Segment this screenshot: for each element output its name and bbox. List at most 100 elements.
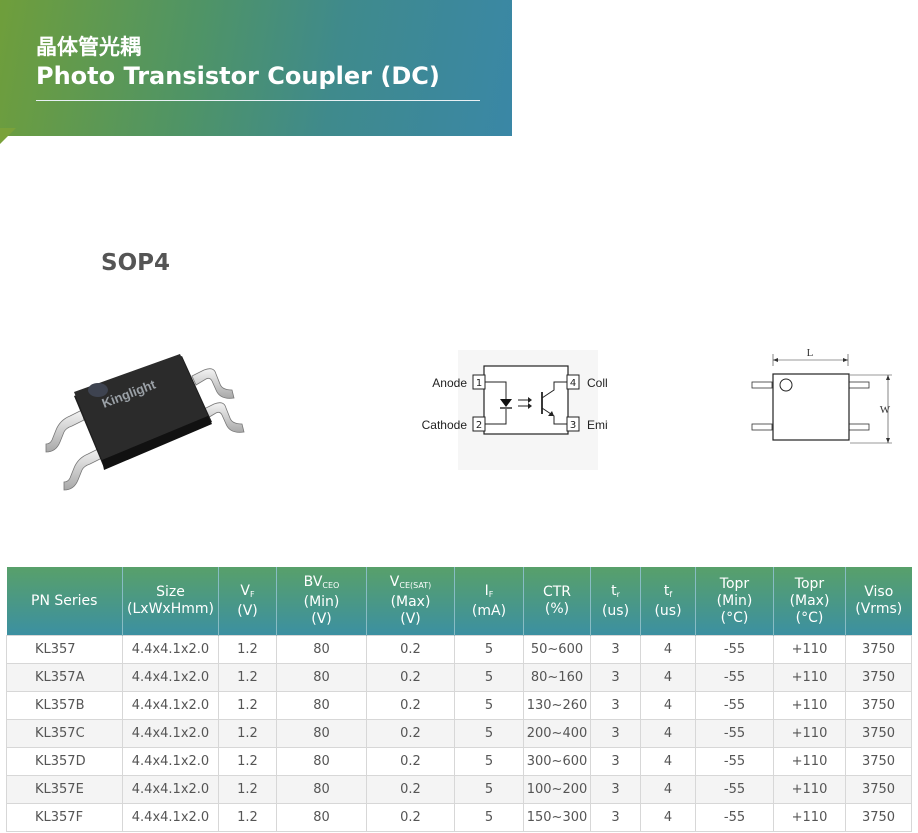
chip-lead: [201, 402, 245, 433]
table-cell: +110: [773, 775, 846, 804]
page-title-cn: 晶体管光耦: [36, 35, 141, 59]
table-cell: 50~600: [523, 635, 591, 664]
lead-outline: [848, 381, 870, 389]
table-cell: 3: [590, 775, 641, 804]
table-cell: 3: [590, 719, 641, 748]
table-cell: 4: [640, 719, 696, 748]
column-header-subscript: r: [616, 589, 620, 599]
column-header-unit: (V): [311, 611, 332, 627]
column-header: Size(LxWxHmm): [122, 567, 219, 636]
column-header-label: t: [663, 582, 670, 599]
table-cell: -55: [695, 663, 774, 692]
table-cell: +110: [773, 719, 846, 748]
table-cell: 4: [640, 803, 696, 832]
table-cell: 4.4x4.1x2.0: [122, 663, 219, 692]
table-cell: 5: [454, 663, 524, 692]
column-header-unit: (Min): [303, 594, 340, 610]
chip-lead: [45, 409, 85, 453]
table-cell: 1.2: [218, 691, 277, 720]
table-cell: 5: [454, 747, 524, 776]
table-cell: 4.4x4.1x2.0: [122, 775, 219, 804]
column-header-label: BV: [303, 574, 323, 590]
column-header-unit: (°C): [720, 609, 749, 626]
page-title-en: Photo Transistor Coupler (DC): [36, 62, 440, 90]
column-header: VCE(SAT)(Max)(V): [366, 567, 455, 636]
part-number-cell: KL357F: [6, 803, 123, 832]
column-header-unit: (LxWxHmm): [127, 601, 214, 617]
table-cell: 3: [590, 691, 641, 720]
table-cell: 4: [640, 775, 696, 804]
light-arrow-icon: [528, 397, 532, 403]
table-cell: +110: [773, 691, 846, 720]
column-header-unit: (us): [654, 602, 682, 619]
column-header: IF(mA): [454, 567, 524, 636]
chip-body-edge: [102, 416, 212, 470]
column-header: VF(V): [218, 567, 277, 636]
column-header-label: CTR: [542, 584, 572, 600]
pin-4-number: 4: [570, 378, 576, 389]
table-cell: 3750: [845, 635, 912, 664]
table-cell: 3: [590, 663, 641, 692]
column-header-unit: (Min): [716, 592, 753, 609]
table-cell: 80: [276, 803, 367, 832]
circuit-schematic: 1 2 4 3 Anode Cathode Collector Emitter: [422, 350, 608, 470]
table-cell: 100~200: [523, 775, 591, 804]
column-header: Topr(Min)(°C): [695, 567, 774, 636]
column-header-label: Topr: [719, 575, 750, 592]
lead-outline: [751, 381, 773, 389]
table-cell: +110: [773, 803, 846, 832]
table-cell: 1.2: [218, 803, 277, 832]
column-header-subscript: CEO: [322, 581, 340, 590]
table-cell: 130~260: [523, 691, 591, 720]
length-label: L: [807, 347, 814, 359]
table-cell: 3750: [845, 803, 912, 832]
pin1-dot: [88, 383, 108, 397]
table-cell: 3: [590, 803, 641, 832]
table-cell: -55: [695, 691, 774, 720]
led-diode-icon: [500, 399, 512, 407]
table-cell: 5: [454, 803, 524, 832]
pin-cathode-label: Cathode: [422, 418, 468, 432]
column-header-label: PN Series: [31, 592, 98, 609]
table-cell: 4.4x4.1x2.0: [122, 747, 219, 776]
pin1-marker-icon: [779, 378, 793, 392]
table-cell: 0.2: [366, 691, 455, 720]
table-cell: 0.2: [366, 775, 455, 804]
table-cell: -55: [695, 803, 774, 832]
table-cell: 1.2: [218, 719, 277, 748]
table-cell: 3750: [845, 747, 912, 776]
table-cell: 80: [276, 775, 367, 804]
table-cell: -55: [695, 719, 774, 748]
table-cell: 4.4x4.1x2.0: [122, 635, 219, 664]
table-cell: 3750: [845, 663, 912, 692]
column-header-label: V: [389, 574, 400, 590]
table-cell: -55: [695, 635, 774, 664]
column-header-label: Viso: [864, 584, 894, 600]
column-header-unit: (Max): [390, 594, 431, 610]
package-name: SOP4: [101, 250, 170, 276]
chip-lead: [63, 447, 103, 491]
table-cell: 0.2: [366, 803, 455, 832]
table-cell: 150~300: [523, 803, 591, 832]
table-cell: 3: [590, 747, 641, 776]
column-header: CTR(%): [523, 567, 591, 636]
part-number-cell: KL357: [6, 635, 123, 664]
table-cell: 4: [640, 691, 696, 720]
column-header-label: V: [240, 582, 250, 599]
pin-emitter-label: Emitter: [587, 418, 608, 432]
table-cell: +110: [773, 747, 846, 776]
part-number-cell: KL357C: [6, 719, 123, 748]
column-header-unit: (V): [237, 602, 258, 619]
table-cell: 0.2: [366, 635, 455, 664]
part-number-cell: KL357B: [6, 691, 123, 720]
table-cell: 200~400: [523, 719, 591, 748]
part-number-cell: KL357A: [6, 663, 123, 692]
table-cell: 5: [454, 775, 524, 804]
pin-collector-label: Collector: [587, 376, 608, 390]
